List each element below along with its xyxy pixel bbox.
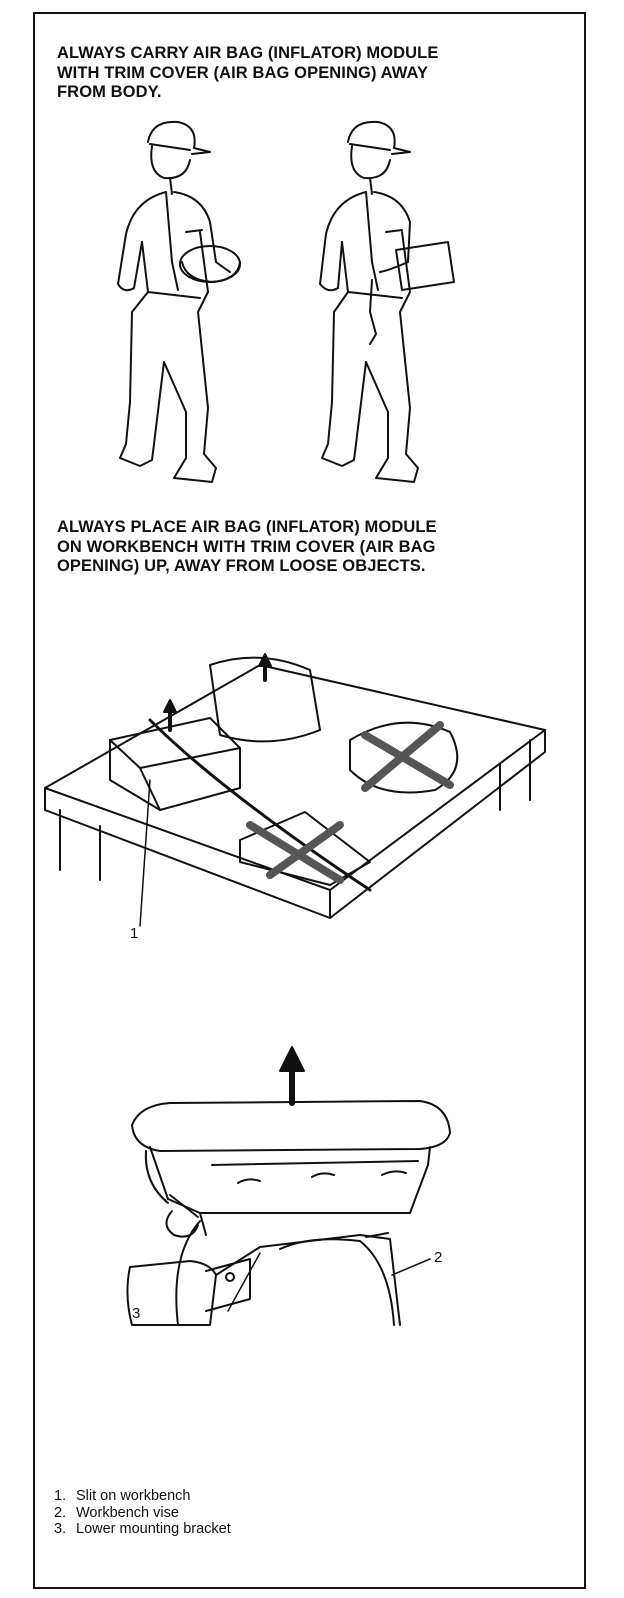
page-frame [33, 12, 586, 1589]
callout-2-vise-label: 2 [434, 1249, 443, 1266]
place-instruction-line-1: ALWAYS PLACE AIR BAG (INFLATOR) MODULE [57, 518, 437, 536]
legend-text: Slit on workbench [76, 1488, 191, 1504]
place-instruction-line-3: OPENING) UP, AWAY FROM LOOSE OBJECTS. [57, 557, 426, 575]
legend-number: 2. [54, 1504, 67, 1521]
place-instruction: ALWAYS PLACE AIR BAG (INFLATOR) MODULE O… [57, 518, 557, 577]
carry-instruction-line-3: FROM BODY. [57, 83, 162, 101]
module-correct-figure [109, 699, 241, 811]
callout-1-bench: 1 [130, 925, 139, 942]
carry-illustration [90, 112, 490, 492]
legend-text: Workbench vise [76, 1504, 179, 1521]
module-incorrect-figure-2 [349, 721, 459, 794]
carry-instruction: ALWAYS CARRY AIR BAG (INFLATOR) MODULE W… [57, 44, 557, 103]
trim-cover-figure [209, 653, 321, 743]
module-incorrect-figure-1 [239, 811, 371, 886]
figure-legend: 1. Slit on workbench 2. Workbench vise 3. L… [54, 1488, 231, 1538]
carry-instruction-line-2: WITH TRIM COVER (AIR BAG OPENING) AWAY [57, 63, 429, 82]
vise-mounted-module-figure [131, 1100, 451, 1238]
workbench-vise-figure [126, 1220, 401, 1326]
technician-correct-figure [117, 120, 241, 483]
legend-text: Lower mounting bracket [76, 1521, 231, 1537]
vise-illustration [110, 1035, 490, 1335]
legend-number: 3. [54, 1521, 67, 1537]
callout-3-bracket: 3 [132, 1305, 141, 1322]
legend-number: 1. [54, 1488, 67, 1504]
technician-incorrect-figure [319, 120, 455, 483]
place-instruction-line-2: ON WORKBENCH WITH TRIM COVER (AIR BAG [57, 537, 436, 556]
workbench-figure [44, 664, 546, 919]
carry-instruction-line-1: ALWAYS CARRY AIR BAG (INFLATOR) MODULE [57, 44, 439, 62]
legend-item: 3. Lower mounting bracket [54, 1521, 231, 1538]
up-arrow-icon [279, 1046, 305, 1106]
legend-item: 2. Workbench vise [54, 1505, 231, 1522]
workbench-illustration: 1 [40, 640, 560, 942]
legend-item: 1. Slit on workbench [54, 1488, 231, 1505]
